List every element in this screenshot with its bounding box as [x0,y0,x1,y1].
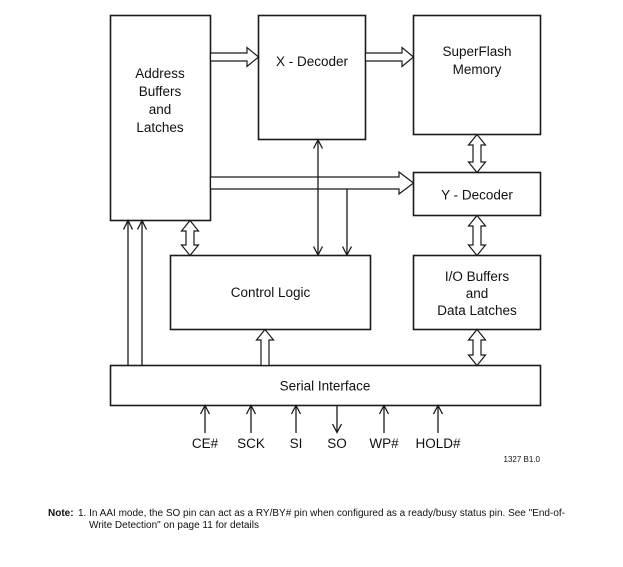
control-logic-box [169,254,372,331]
block-io-buffers: I/O Buffers and Data Latches [412,254,542,331]
footnote: Note: 1. In AAI mode, the SO pin can act… [48,508,565,531]
io-buffers-label-line1: I/O Buffers [445,269,510,284]
pin-so: SO [327,405,347,451]
pin-ce-label: CE# [192,436,219,451]
block-serial-interface: Serial Interface [109,364,542,407]
address-buffers-label-line2: Buffers [139,84,182,99]
arrow-address-to-xdecoder [209,46,260,68]
arrow-ydecoder-iobuffers-bidir [467,214,487,257]
io-buffers-box [412,254,542,331]
x-decoder-box [257,14,367,141]
io-buffers-label-line2: and [466,286,489,301]
pin-wp-label: WP# [369,436,399,451]
pin-ce: CE# [192,404,219,451]
serial-interface-box [109,364,542,407]
pin-wp-arrow-up [378,404,390,415]
figure-reference: 1327 B1.0 [504,455,541,464]
arrow-superflash-ydecoder-bidir [467,133,487,174]
wire-serial-to-address-1 [122,219,134,366]
superflash-label-line1: SuperFlash [442,44,511,59]
block-control-logic: Control Logic [169,254,372,331]
pin-sck: SCK [237,404,265,451]
address-buffers-box [109,14,212,222]
arrow-iobuffers-serial-bidir [467,328,487,367]
note-line2: Write Detection" on page 11 for details [89,520,259,531]
y-decoder-box [412,171,542,217]
pin-sck-arrow-up [245,404,257,415]
note-line1: 1. In AAI mode, the SO pin can act as a … [78,508,565,519]
pin-si: SI [290,404,303,451]
note-label: Note: [48,508,74,519]
block-address-buffers: Address Buffers and Latches [109,14,212,222]
block-x-decoder: X - Decoder [257,14,367,141]
address-buffers-label-line3: and [149,102,172,117]
pin-sck-label: SCK [237,436,265,451]
arrow-address-to-ydecoder [209,170,415,196]
wire-xdecoder-controllogic [312,138,324,257]
wire-serial-to-address-2 [136,219,148,366]
address-buffers-label-line1: Address [135,66,185,81]
y-decoder-label: Y - Decoder [441,188,513,203]
pin-ce-arrow-up [199,404,211,415]
pin-si-arrow-up [290,404,302,415]
address-buffers-label-line4: Latches [136,120,184,135]
arrow-xdecoder-to-superflash [364,46,415,68]
serial-interface-label: Serial Interface [280,379,371,394]
pin-hold-arrow-up [432,404,444,415]
block-y-decoder: Y - Decoder [412,171,542,217]
pin-hold-label: HOLD# [415,436,461,451]
block-superflash-memory: SuperFlash Memory [412,14,542,136]
superflash-label-line2: Memory [453,62,502,77]
pin-hold: HOLD# [415,404,461,451]
pin-wp: WP# [369,404,399,451]
io-buffers-label-line3: Data Latches [437,303,517,318]
wire-bus-to-controllogic [341,189,353,257]
arrow-address-controllogic-bidir [180,219,200,257]
pin-si-label: SI [290,436,303,451]
superflash-box [412,14,542,136]
control-logic-label: Control Logic [231,285,311,300]
pin-so-arrow-down [331,423,343,434]
pin-so-label: SO [327,436,347,451]
arrow-serial-to-controllogic [255,328,275,367]
x-decoder-label: X - Decoder [276,54,349,69]
